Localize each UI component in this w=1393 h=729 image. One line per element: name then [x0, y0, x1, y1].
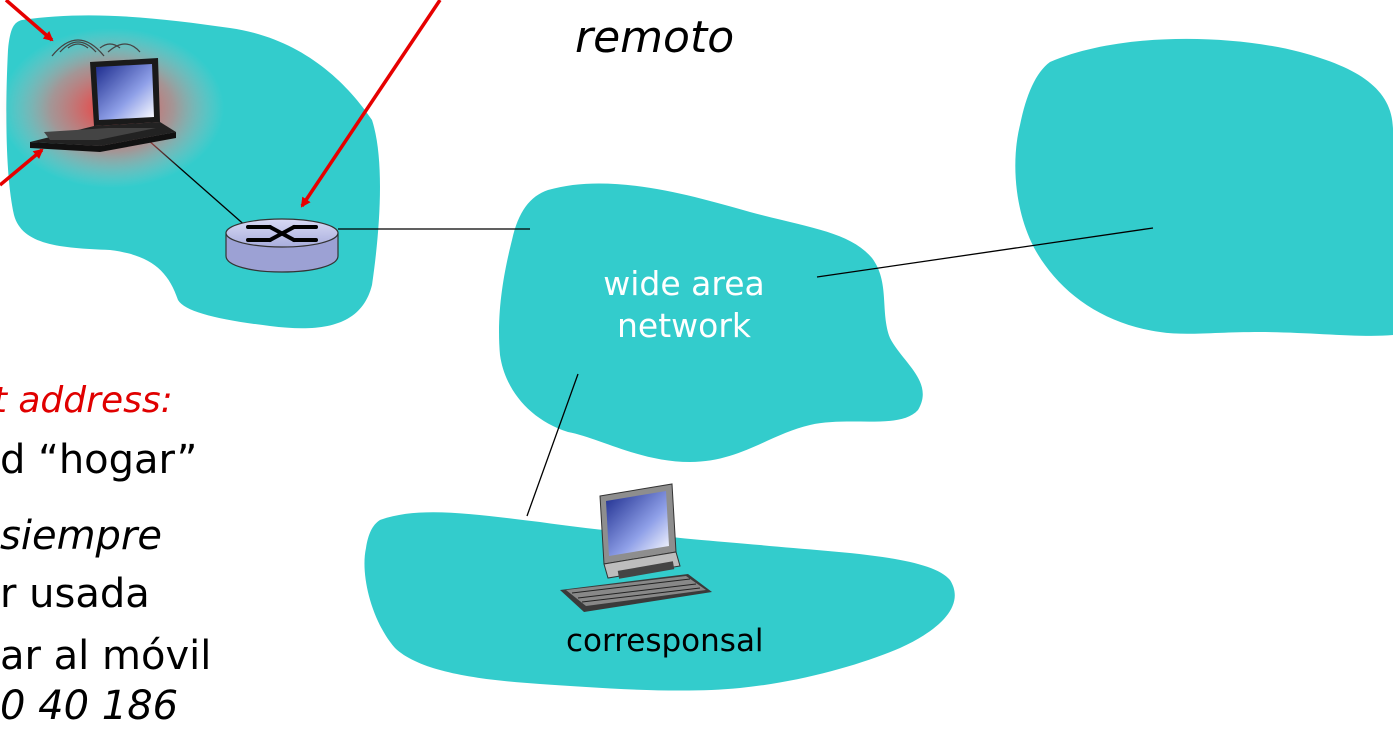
correspondent-network-cloud — [364, 512, 955, 691]
network-diagram — [0, 0, 1393, 691]
arrow-to-router — [300, 0, 442, 208]
permanent-address-label: nt address: — [0, 380, 173, 421]
wan-label-line1: wide area — [603, 264, 765, 303]
correspondent-label: corresponsal — [566, 623, 764, 659]
desktop-computer-icon — [560, 483, 712, 612]
wide-area-network-cloud — [499, 183, 923, 463]
body-text-line-2: siempre — [0, 513, 162, 559]
arrow-to-laptop-side — [0, 148, 44, 187]
body-text-line-1: d “hogar” — [0, 437, 198, 483]
remote-network-cloud — [1015, 38, 1393, 336]
wan-label-line2: network — [616, 306, 751, 345]
link-wan-remote — [816, 227, 1154, 278]
wide-area-network-label: wide area network — [560, 263, 808, 347]
router-icon — [225, 218, 339, 273]
link-wan-correspondent — [526, 373, 579, 517]
wireless-signal-icon — [51, 39, 141, 57]
laptop-icon — [30, 58, 176, 152]
body-text-line-3: r usada — [0, 571, 150, 617]
remote-network-label: remoto — [575, 12, 735, 63]
body-text-line-4: ar al móvil — [0, 633, 212, 679]
body-text-line-5: 0 40 186 — [0, 683, 179, 729]
arrow-to-laptop-top — [4, 0, 54, 42]
